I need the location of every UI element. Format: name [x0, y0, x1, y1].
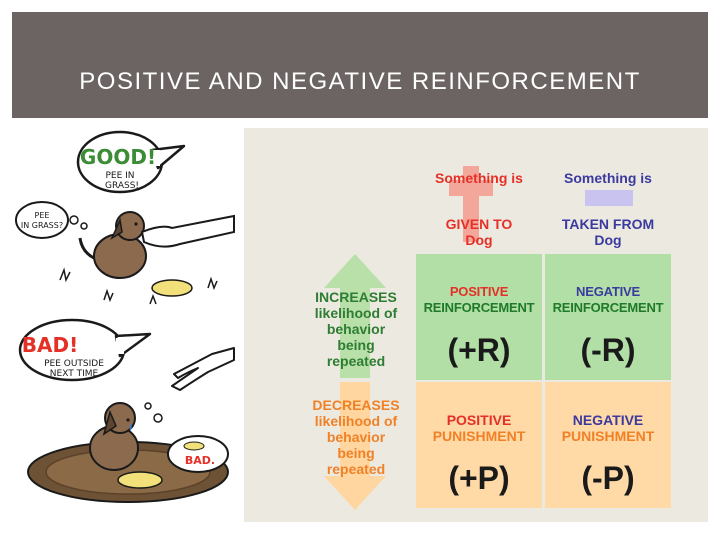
bad-thought: BAD. — [144, 402, 229, 473]
svg-text:PEE IN: PEE IN — [105, 171, 134, 181]
col-given-line2: GIVEN TO — [445, 216, 513, 232]
col-taken-line3: Dog — [594, 232, 622, 248]
grass — [59, 267, 218, 305]
col-given-line3: Dog — [465, 232, 493, 248]
cell-positive-punishment: POSITIVE PUNISHMENT (+P) — [416, 382, 542, 508]
happy-dog — [78, 211, 147, 279]
svg-text:PEE: PEE — [35, 211, 50, 220]
row-increase-label: INCREASES likelihood of behavior being r… — [314, 289, 398, 369]
cell-negative-punishment: NEGATIVE PUNISHMENT (-P) — [545, 382, 671, 508]
symbol-minus-r: (-R) — [580, 332, 636, 368]
sad-dog — [89, 402, 139, 471]
title-bar: POSITIVE AND NEGATIVE REINFORCEMENT — [12, 12, 708, 118]
plus-icon — [449, 166, 493, 242]
col-taken-line1: Something is — [564, 170, 652, 186]
good-speech-bubble: GOOD! PEE IN GRASS! — [76, 130, 186, 194]
symbol-plus-p: (+P) — [448, 460, 510, 496]
symbol-minus-p: (-P) — [581, 460, 635, 496]
cell-positive-reinforcement: POSITIVE REINFORCEMENT (+R) — [416, 254, 542, 380]
puddle-rug — [117, 471, 163, 489]
row-decrease-label: DECREASES likelihood of behavior being r… — [312, 397, 400, 477]
puddle-grass — [151, 279, 193, 297]
symbol-plus-r: (+R) — [447, 332, 511, 368]
svg-text:GRASS!: GRASS! — [105, 181, 139, 191]
good-text: GOOD! — [80, 145, 156, 169]
bad-speech-bubble: BAD! PEE OUTSIDE NEXT TIME — [18, 318, 152, 382]
svg-text:IN GRASS?: IN GRASS? — [21, 221, 63, 230]
minus-icon — [585, 190, 633, 206]
down-arrow-icon — [324, 382, 386, 510]
dog-training-cartoon: GOOD! PEE IN GRASS! PEE IN GRASS? — [12, 128, 244, 522]
reinforcement-diagram: Something is GIVEN TO Dog Something is T… — [244, 128, 708, 522]
cartoon-illustration: GOOD! PEE IN GRASS! PEE IN GRASS? — [15, 130, 235, 503]
bad-text: BAD! — [22, 333, 78, 357]
pointing-hand — [171, 347, 235, 391]
thought-cloud: PEE IN GRASS? — [15, 201, 88, 239]
petting-hand — [140, 214, 235, 248]
svg-text:PEE OUTSIDE: PEE OUTSIDE — [44, 359, 104, 369]
up-arrow-icon — [324, 254, 386, 378]
svg-text:BAD.: BAD. — [185, 454, 215, 467]
cell-negative-reinforcement: NEGATIVE REINFORCEMENT (-R) — [545, 254, 671, 380]
col-given-line1: Something is — [435, 170, 523, 186]
slide-title: POSITIVE AND NEGATIVE REINFORCEMENT — [79, 68, 641, 95]
svg-text:NEXT TIME: NEXT TIME — [50, 369, 99, 379]
col-taken-line2: TAKEN FROM — [561, 216, 655, 232]
